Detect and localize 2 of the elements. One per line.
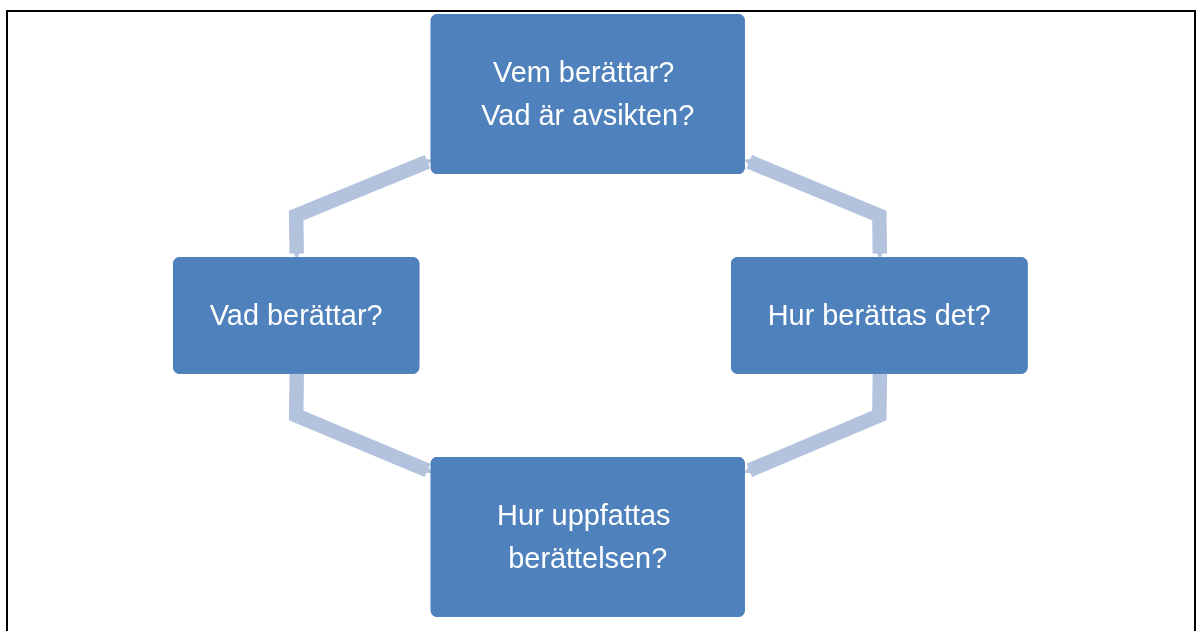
arrow	[744, 155, 887, 259]
arrow	[288, 155, 432, 259]
